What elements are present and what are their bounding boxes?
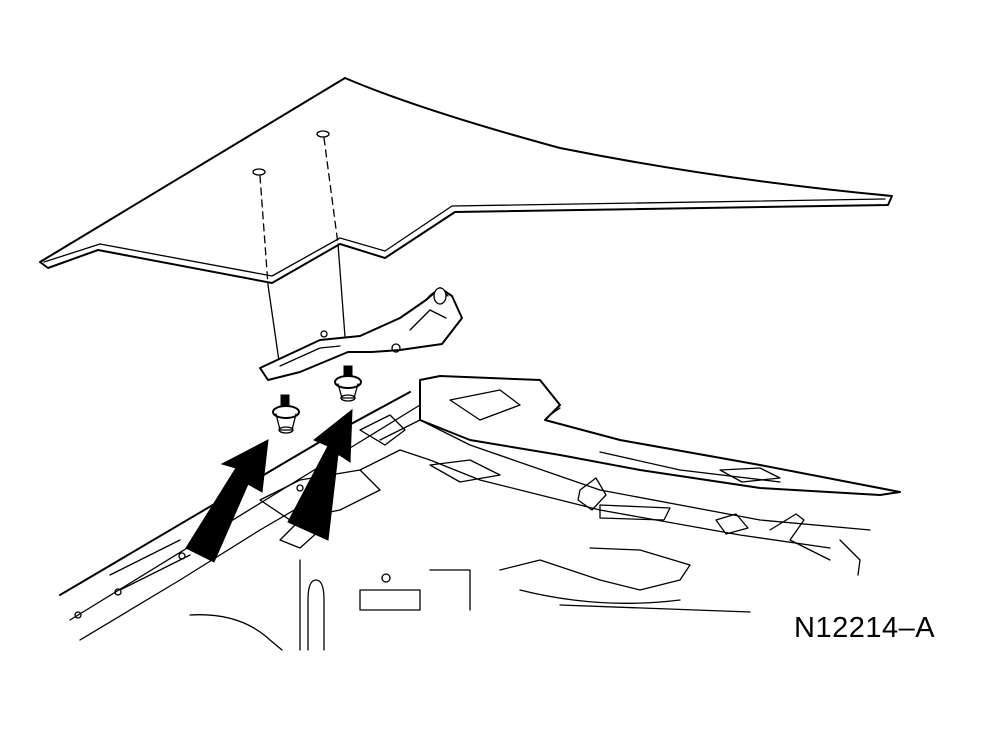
arrow-left (185, 439, 269, 563)
hinge-bracket (259, 287, 463, 381)
arrow-right (287, 408, 353, 541)
cowl-structure (59, 375, 901, 651)
pin-type-retainer (272, 394, 300, 434)
pin-type-retainer (334, 365, 362, 402)
cowl-cover-panel (39, 77, 893, 284)
figure-code: N12214–A (794, 612, 936, 644)
alignment-lines (259, 137, 347, 369)
